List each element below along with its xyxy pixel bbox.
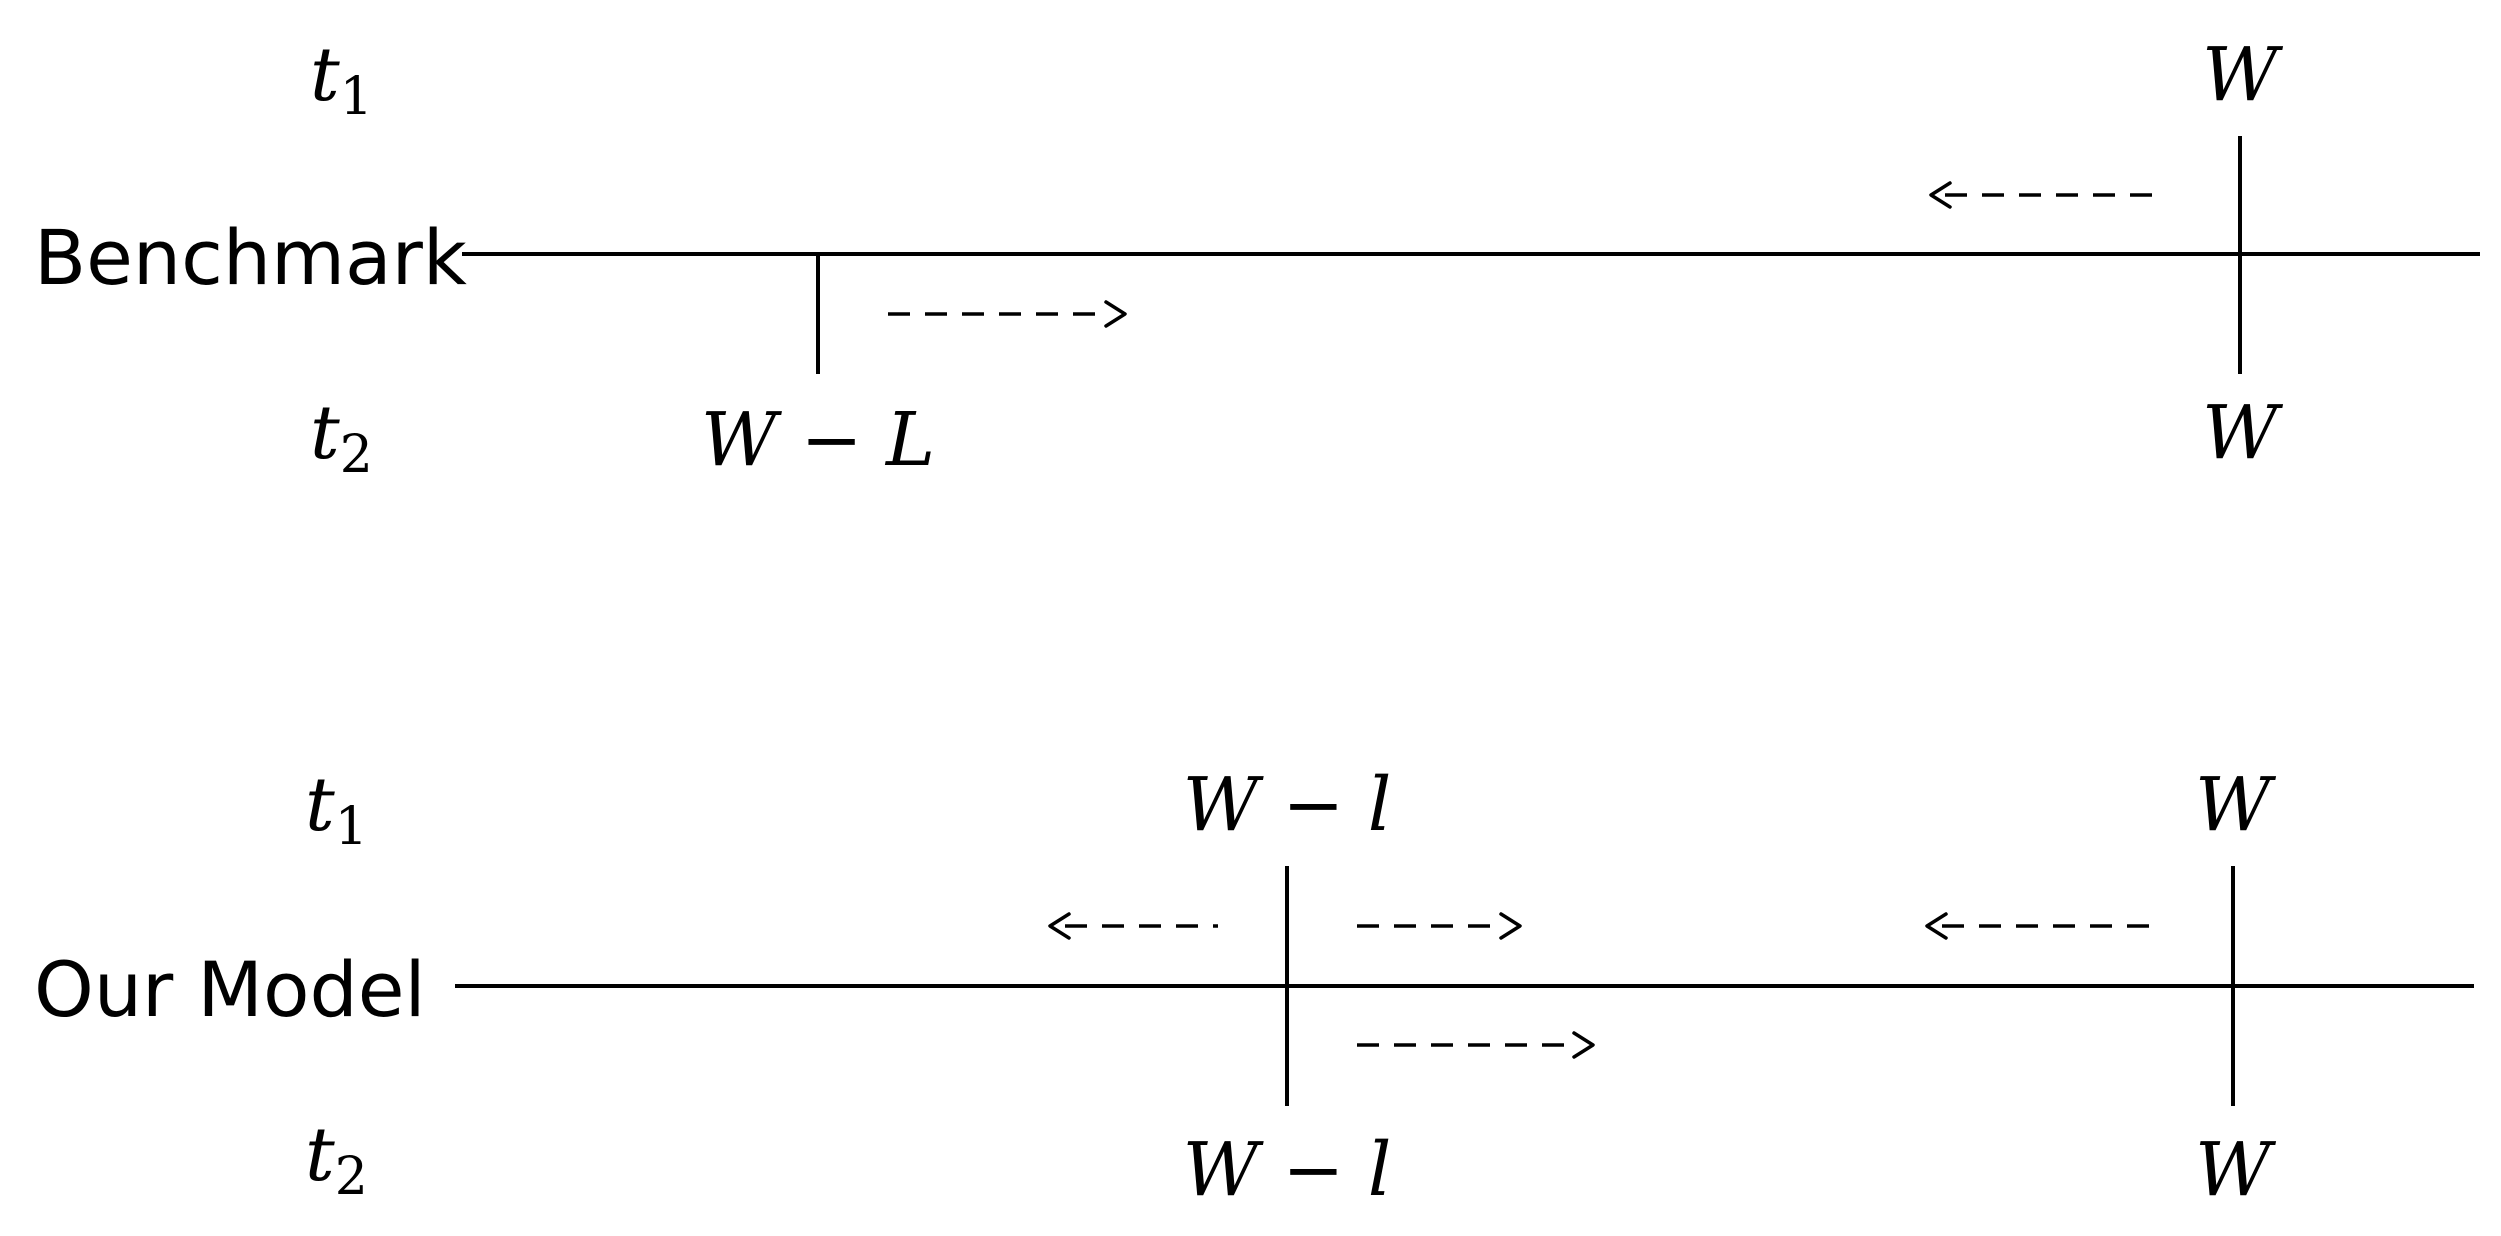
our-model-left-arrow-1 — [1048, 912, 1218, 940]
our-model-marker-w-top-label: W — [2195, 762, 2277, 848]
our-model-left-arrow-2 — [1925, 912, 2158, 940]
our-model-marker-w-minus-l-top-label: W − l — [1183, 762, 1392, 848]
benchmark-panel: t1 t2 Benchmark W − L W W — [34, 32, 2480, 485]
benchmark-marker-w-top-label: W — [2202, 32, 2284, 118]
benchmark-t1-label: t1 — [310, 32, 373, 127]
our-model-panel: t1 t2 Our Model W − l W − l W W — [34, 762, 2474, 1213]
our-model-title: Our Model — [34, 945, 426, 1034]
our-model-marker-w-minus-l-bottom-label: W − l — [1183, 1127, 1392, 1213]
our-model-right-arrow-1 — [1357, 912, 1522, 940]
benchmark-left-arrow — [1929, 181, 2162, 209]
our-model-marker-w-bottom-label: W — [2195, 1127, 2277, 1213]
our-model-right-arrow-2 — [1357, 1031, 1595, 1059]
our-model-t2-label: t2 — [305, 1112, 368, 1207]
benchmark-title: Benchmark — [34, 213, 467, 302]
benchmark-marker-w-bottom-label: W — [2202, 390, 2284, 476]
benchmark-marker-w-minus-L-label: W − L — [701, 397, 935, 483]
our-model-t1-label: t1 — [305, 762, 368, 857]
benchmark-t2-label: t2 — [310, 390, 373, 485]
benchmark-right-arrow — [888, 300, 1127, 328]
